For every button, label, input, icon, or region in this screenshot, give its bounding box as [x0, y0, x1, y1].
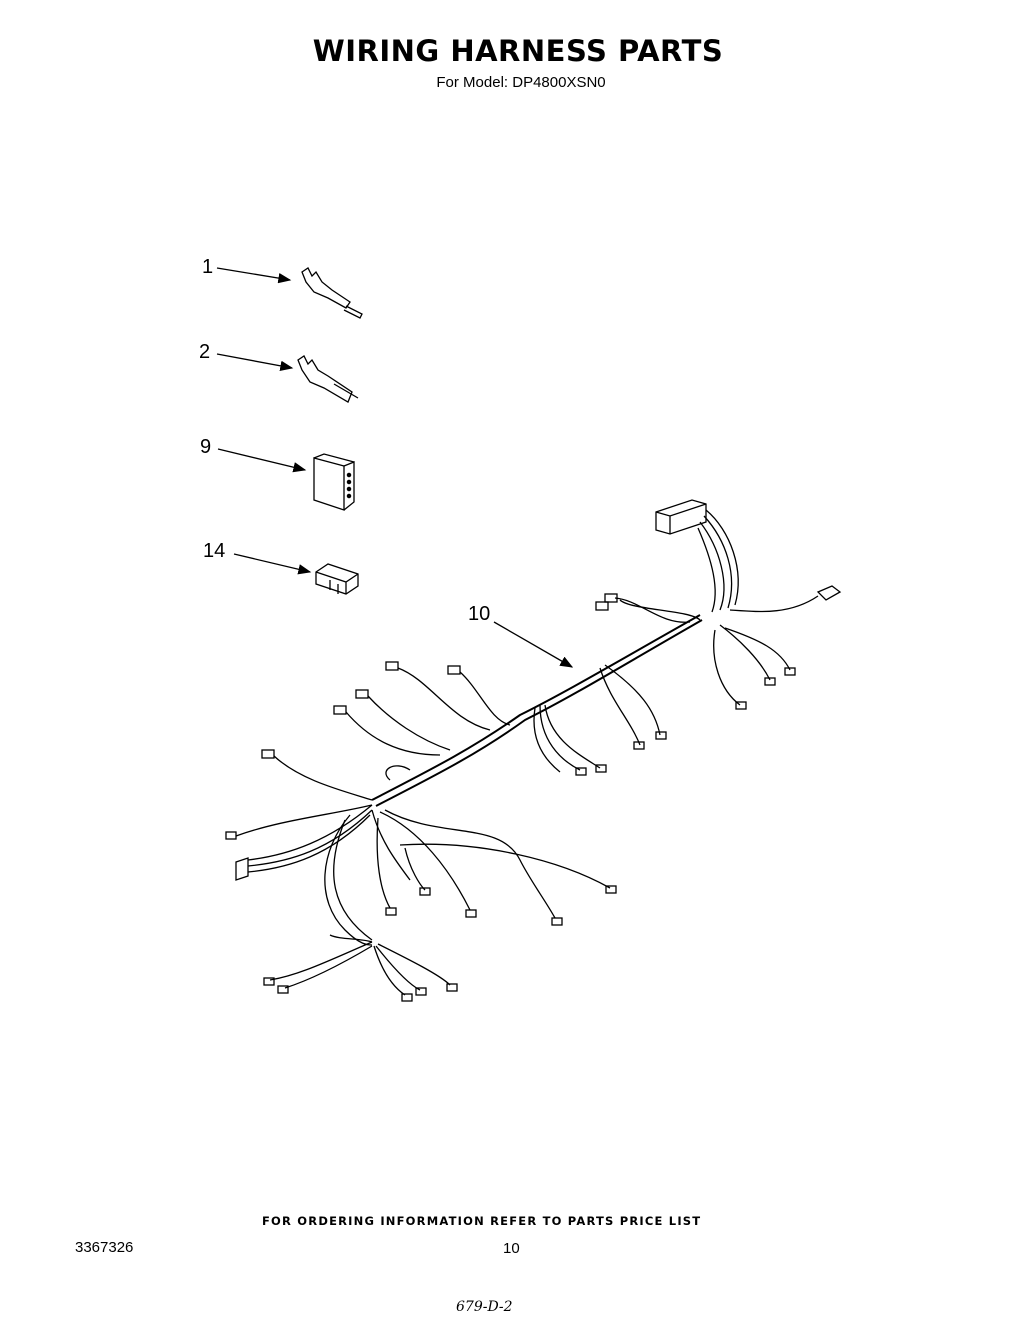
- connector-block-part-9: [313, 453, 355, 511]
- callout-10: 10: [468, 603, 491, 625]
- handwritten-code: 679-D-2: [456, 1299, 513, 1315]
- terminal-part-1: [301, 267, 363, 319]
- callout-1: 1: [202, 256, 214, 278]
- model-subtitle: For Model: DP4800XSN0: [436, 74, 606, 91]
- callout-arrow-9: [217, 448, 307, 473]
- callout-arrow-14: [233, 553, 312, 575]
- callout-arrow-1: [216, 267, 292, 284]
- callout-arrow-2: [216, 353, 294, 371]
- terminal-part-2: [297, 355, 359, 403]
- callout-9: 9: [200, 436, 212, 458]
- document-number: 3367326: [75, 1239, 134, 1256]
- connector-housing-part-14: [315, 563, 359, 595]
- callout-arrow-10: [493, 621, 574, 668]
- ordering-note: FOR ORDERING INFORMATION REFER TO PARTS …: [262, 1214, 702, 1228]
- page-number: 10: [503, 1240, 520, 1257]
- callout-14: 14: [203, 540, 226, 562]
- page-title: WIRING HARNESS PARTS: [312, 34, 724, 68]
- callout-2: 2: [199, 341, 211, 363]
- wiring-harness-part-10: [225, 499, 842, 1002]
